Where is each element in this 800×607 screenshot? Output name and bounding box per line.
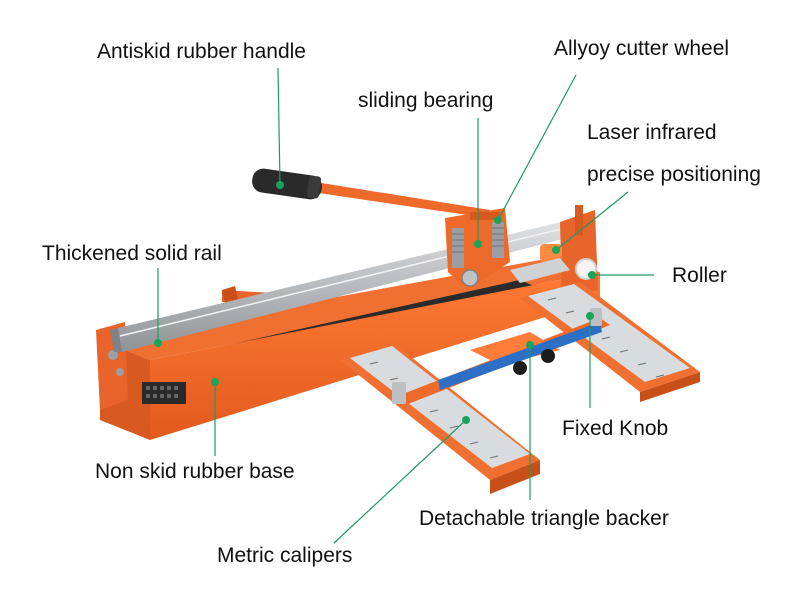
label-rail: Thickened solid rail xyxy=(42,242,222,265)
label-cutter-wheel: Allyoy cutter wheel xyxy=(554,37,730,60)
right-caliper-arm xyxy=(520,282,700,402)
left-caliper-arm xyxy=(340,344,540,494)
callout-dots xyxy=(154,181,596,424)
rear-guide-plate xyxy=(510,258,570,283)
label-roller: Roller xyxy=(672,264,727,287)
rubber-handle-grip xyxy=(252,168,322,200)
label-handle: Antiskid rubber handle xyxy=(97,40,306,63)
leader-lines xyxy=(157,67,654,544)
label-base: Non skid rubber base xyxy=(95,460,295,483)
knob-right xyxy=(541,349,555,363)
label-backer: Detachable triangle backer xyxy=(419,507,669,530)
blue-scale-strip xyxy=(438,322,602,390)
cutter-carriage xyxy=(445,208,510,290)
cutter-wheel xyxy=(461,269,479,287)
handle-arm xyxy=(252,168,490,218)
knob-left xyxy=(513,361,527,375)
label-laser-line1: Laser infrared xyxy=(587,121,717,144)
label-calipers: Metric calipers xyxy=(217,544,353,567)
label-laser-line2: precise positioning xyxy=(587,163,761,186)
label-sliding-bearing: sliding bearing xyxy=(358,89,494,112)
label-fixed-knob: Fixed Knob xyxy=(562,417,669,440)
triangle-backer xyxy=(392,308,610,404)
